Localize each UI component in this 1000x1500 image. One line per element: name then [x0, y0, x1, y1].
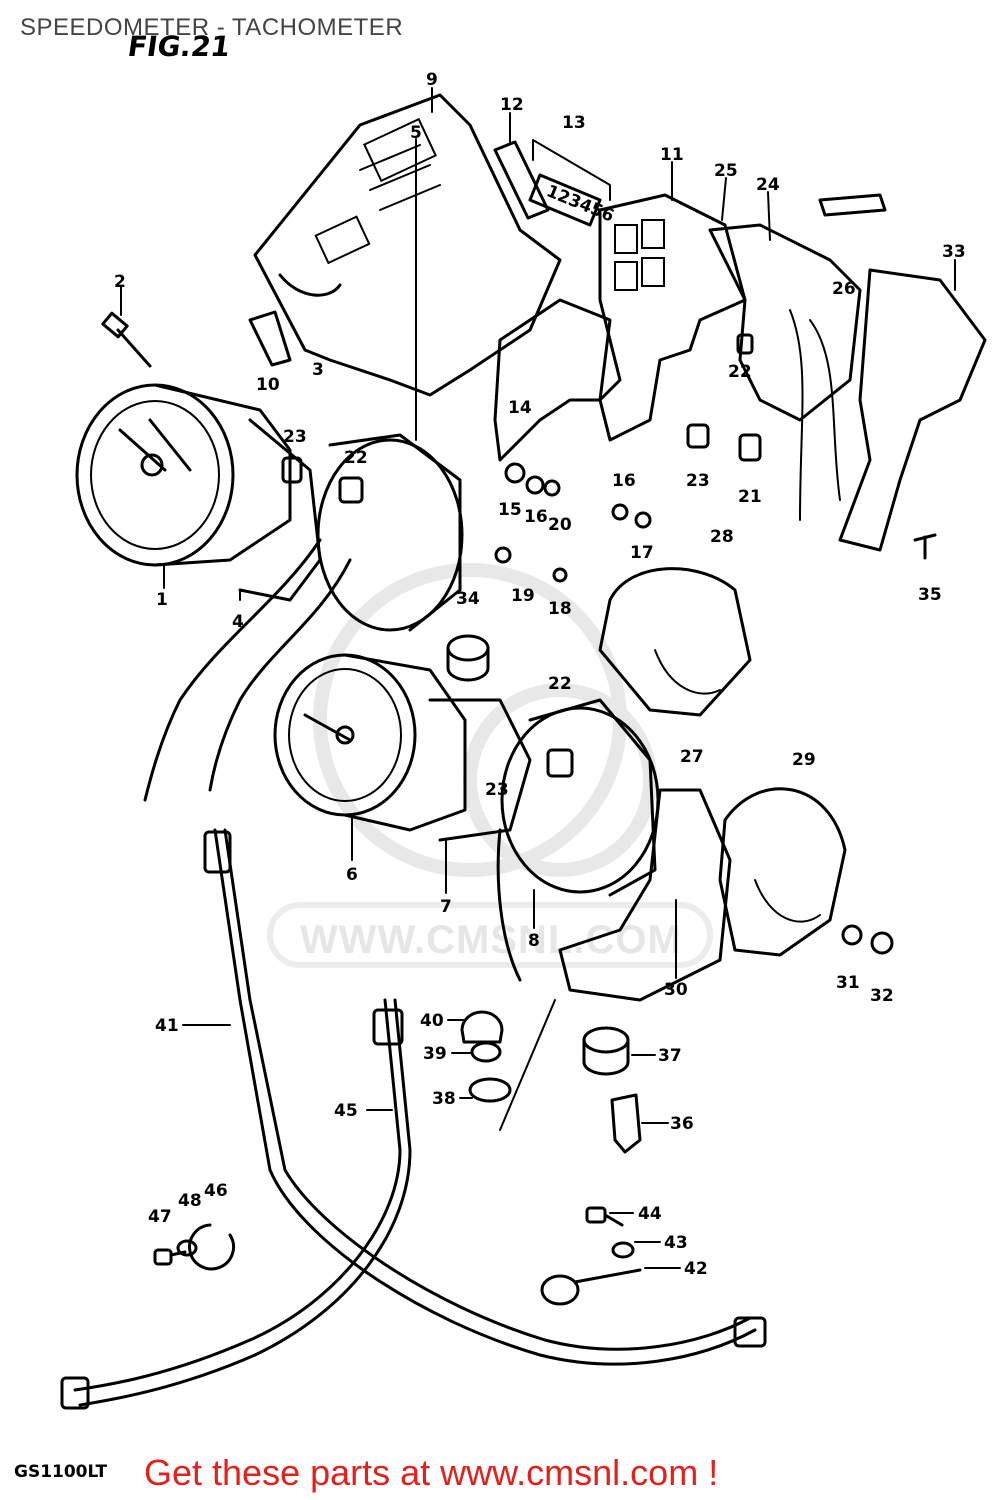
callout-18: 18	[548, 599, 572, 619]
callout-23c: 23	[485, 780, 509, 800]
part-45-tacho-cable	[60, 998, 412, 1410]
part-29-cover	[718, 787, 847, 957]
callout-8: 8	[528, 931, 540, 951]
part-37-grommet	[582, 1026, 630, 1076]
callout-23b: 23	[686, 471, 710, 491]
callout-33: 33	[942, 242, 966, 262]
callout-3: 3	[312, 360, 324, 380]
part-9-cover	[253, 93, 562, 397]
callout-43: 43	[664, 1233, 688, 1253]
callout-40: 40	[420, 1011, 444, 1031]
callout-46: 46	[204, 1181, 228, 1201]
callout-12: 12	[500, 95, 524, 115]
callout-10: 10	[256, 375, 280, 395]
callout-42: 42	[684, 1259, 708, 1279]
callout-34: 34	[456, 589, 480, 609]
part-1-speedometer	[75, 383, 292, 567]
callout-21: 21	[738, 487, 762, 507]
callout-25: 25	[714, 161, 738, 181]
callout-1: 1	[156, 590, 168, 610]
callout-29: 29	[792, 750, 816, 770]
part-11-indicator-panel	[598, 193, 747, 442]
callout-36: 36	[670, 1114, 694, 1134]
callout-14: 14	[508, 398, 532, 418]
callout-41: 41	[155, 1016, 179, 1036]
callout-23a: 23	[283, 427, 307, 447]
callout-9: 9	[426, 70, 438, 90]
callout-4: 4	[232, 612, 244, 632]
part-44-screw	[585, 1206, 624, 1227]
callout-31: 31	[836, 973, 860, 993]
callout-5: 5	[410, 123, 422, 143]
callout-22b: 22	[728, 362, 752, 382]
part-31-washer	[841, 924, 863, 946]
callout-24: 24	[756, 175, 780, 195]
callout-32: 32	[870, 986, 894, 1006]
callout-35: 35	[918, 585, 942, 605]
part-48-washer	[176, 1239, 198, 1257]
callout-44: 44	[638, 1204, 662, 1224]
part-12-strip	[493, 140, 550, 220]
callout-20: 20	[548, 515, 572, 535]
part-38-washer	[468, 1077, 512, 1103]
callout-38: 38	[432, 1089, 456, 1109]
part-10-bracket	[248, 310, 292, 367]
watermark-text: WWW.CMSNL.COM	[300, 918, 682, 962]
callout-22c: 22	[548, 674, 572, 694]
part-2-screw	[101, 285, 152, 368]
page-title: SPEEDOMETER - TACHOMETER	[20, 14, 404, 41]
callout-2: 2	[114, 272, 126, 292]
callout-numbers: 1 2 3 4 5 6 7 8 9 10 11 12 13 14 15 16 1…	[114, 70, 966, 1279]
part-39-washer	[470, 1041, 502, 1063]
callout-47: 47	[148, 1207, 172, 1227]
part-42-clamp	[540, 1268, 642, 1306]
callout-11: 11	[660, 145, 684, 165]
callout-7: 7	[440, 897, 452, 917]
callout-16b: 16	[612, 471, 636, 491]
shop-link[interactable]: Get these parts at www.cmsnl.com !	[144, 1452, 719, 1493]
small-fasteners	[281, 333, 762, 778]
callout-37: 37	[658, 1046, 682, 1066]
part-40-cap-nut	[460, 1010, 504, 1044]
callout-27: 27	[680, 747, 704, 767]
callout-30: 30	[664, 980, 688, 1000]
callout-45: 45	[334, 1101, 358, 1121]
part-32-nut	[870, 931, 894, 955]
part-7-tacho-seal	[428, 698, 532, 842]
exploded-parts-diagram: 123456	[60, 70, 987, 1410]
part-14-plate	[493, 298, 612, 462]
part-28-cover	[598, 567, 752, 717]
callout-16a: 16	[524, 507, 548, 527]
part-34-grommet	[446, 634, 490, 682]
callout-15: 15	[498, 500, 522, 520]
speedo-wire-a	[143, 538, 322, 802]
speedo-wire-b	[208, 558, 352, 792]
part-6-tachometer	[273, 653, 467, 832]
part-35-screw	[913, 533, 937, 560]
callout-6: 6	[346, 865, 358, 885]
part-46-clamp	[188, 1223, 235, 1271]
part-4-housing-seal	[238, 418, 322, 602]
part-33-back-cover	[838, 268, 987, 552]
model-label: GS1100LT	[14, 1462, 108, 1482]
callout-17: 17	[630, 543, 654, 563]
part-47-bolt	[153, 1248, 187, 1266]
callout-19: 19	[511, 586, 535, 606]
callout-28: 28	[710, 527, 734, 547]
part-36-bulb-socket	[610, 1093, 642, 1154]
part-24-wiring-assembly	[708, 193, 887, 521]
part-41-speedo-cable	[203, 828, 767, 1366]
part-43-washer	[611, 1241, 635, 1259]
part-30-bracket	[558, 788, 732, 1002]
callout-48: 48	[178, 1191, 202, 1211]
callout-13: 13	[562, 113, 586, 133]
watermark-logo	[267, 563, 713, 968]
callout-39: 39	[423, 1044, 447, 1064]
leader-lines	[163, 87, 956, 1269]
part-5-speedo-case	[316, 433, 464, 632]
callout-26: 26	[832, 279, 856, 299]
callout-22a: 22	[344, 448, 368, 468]
